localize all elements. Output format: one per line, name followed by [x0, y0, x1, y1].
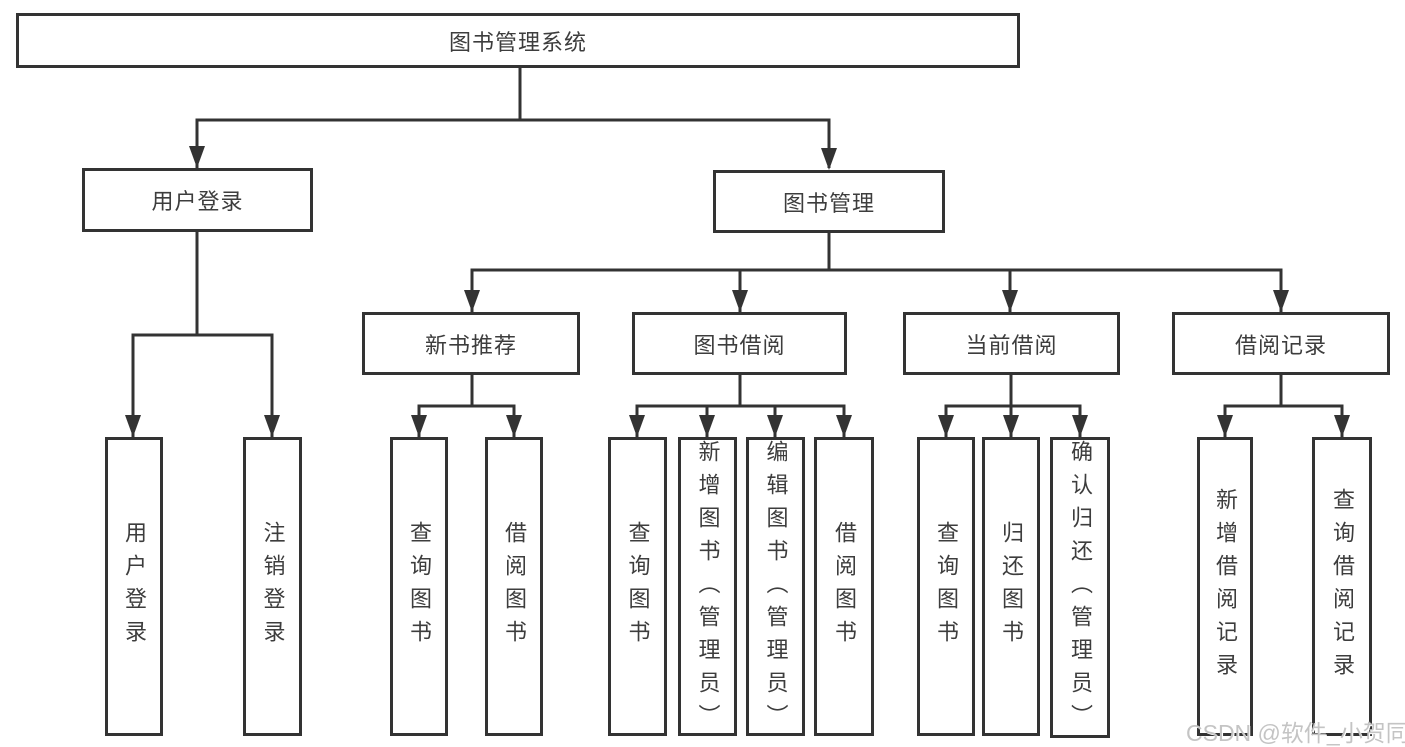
arrowhead	[836, 415, 852, 437]
watermark-text: CSDN @软件_小贺同学	[1186, 720, 1405, 746]
arrowhead	[506, 415, 522, 437]
node-borrowing-records-label: 借阅记录	[1234, 332, 1327, 358]
node-leaf-query-borrow-record: 查询借阅记录	[1312, 437, 1372, 736]
node-leaf-return-books: 归还图书	[982, 437, 1040, 736]
node-leaf-confirm-return-admin: 确认归还（管理员）	[1050, 437, 1110, 738]
node-leaf-return-books-label: 归还图书	[999, 520, 1024, 653]
arrowhead	[1072, 415, 1088, 437]
arrowhead	[1334, 415, 1350, 437]
arrowhead	[189, 146, 205, 168]
node-leaf-borrow-books-2-label: 借阅图书	[832, 520, 857, 653]
arrowhead	[938, 415, 954, 437]
node-book-management-label: 图书管理	[782, 190, 875, 216]
arrowhead	[464, 290, 480, 312]
node-current-borrowing: 当前借阅	[903, 312, 1120, 375]
node-leaf-logout-label: 注销登录	[260, 520, 286, 653]
node-user-login: 用户登录	[82, 168, 313, 232]
node-leaf-user-login-label: 用户登录	[122, 520, 147, 653]
node-book-borrowing: 图书借阅	[632, 312, 847, 375]
node-leaf-borrow-books-1: 借阅图书	[485, 437, 543, 736]
node-book-borrowing-label: 图书借阅	[693, 332, 786, 358]
node-leaf-borrow-books-2: 借阅图书	[814, 437, 874, 736]
node-leaf-add-books-admin: 新增图书（管理员）	[678, 437, 737, 737]
node-leaf-query-books-2: 查询图书	[608, 437, 667, 736]
arrowhead	[125, 415, 141, 437]
node-leaf-query-books-3-label: 查询图书	[934, 520, 959, 653]
node-leaf-edit-books-admin: 编辑图书（管理员）	[746, 437, 805, 737]
node-leaf-query-books-1: 查询图书	[390, 437, 448, 736]
connector-level3-branch	[470, 268, 1283, 312]
node-leaf-add-borrow-record-label: 新增借阅记录	[1213, 487, 1238, 686]
connector-user-login-branch	[131, 333, 274, 437]
node-leaf-query-books-3: 查询图书	[917, 437, 975, 736]
connector-records-branch	[1223, 404, 1344, 437]
arrowhead	[629, 415, 645, 437]
connector-newbook-branch	[417, 404, 516, 437]
arrowhead	[264, 415, 280, 437]
arrowhead	[411, 415, 427, 437]
node-leaf-edit-books-admin-label: 编辑图书（管理员）	[763, 440, 789, 737]
node-leaf-query-books-1-label: 查询图书	[407, 520, 432, 653]
node-leaf-query-borrow-record-label: 查询借阅记录	[1330, 487, 1355, 686]
connector-borrowing-branch	[635, 404, 846, 437]
arrowhead	[767, 415, 783, 437]
node-borrowing-records: 借阅记录	[1172, 312, 1390, 375]
arrowhead	[1002, 290, 1018, 312]
node-root: 图书管理系统	[16, 13, 1020, 68]
arrowhead	[1003, 415, 1019, 437]
node-leaf-add-books-admin-label: 新增图书（管理员）	[695, 440, 721, 737]
node-current-borrowing-label: 当前借阅	[965, 332, 1058, 358]
node-leaf-confirm-return-admin-label: 确认归还（管理员）	[1068, 440, 1093, 737]
arrowhead	[1217, 415, 1233, 437]
arrowhead	[732, 290, 748, 312]
arrowhead	[699, 415, 715, 437]
node-new-book-recommend: 新书推荐	[362, 312, 580, 375]
node-book-management: 图书管理	[713, 170, 945, 233]
node-leaf-add-borrow-record: 新增借阅记录	[1197, 437, 1253, 736]
node-leaf-user-login: 用户登录	[105, 437, 163, 736]
node-new-book-recommend-label: 新书推荐	[424, 332, 517, 358]
node-leaf-query-books-2-label: 查询图书	[625, 520, 651, 653]
node-root-label: 图书管理系统	[448, 29, 587, 55]
arrowhead	[821, 148, 837, 170]
node-user-login-label: 用户登录	[151, 189, 244, 214]
node-leaf-borrow-books-1-label: 借阅图书	[502, 520, 527, 653]
connector-level2-branch	[195, 118, 831, 168]
arrowhead	[1273, 290, 1289, 312]
node-leaf-logout: 注销登录	[243, 437, 302, 736]
